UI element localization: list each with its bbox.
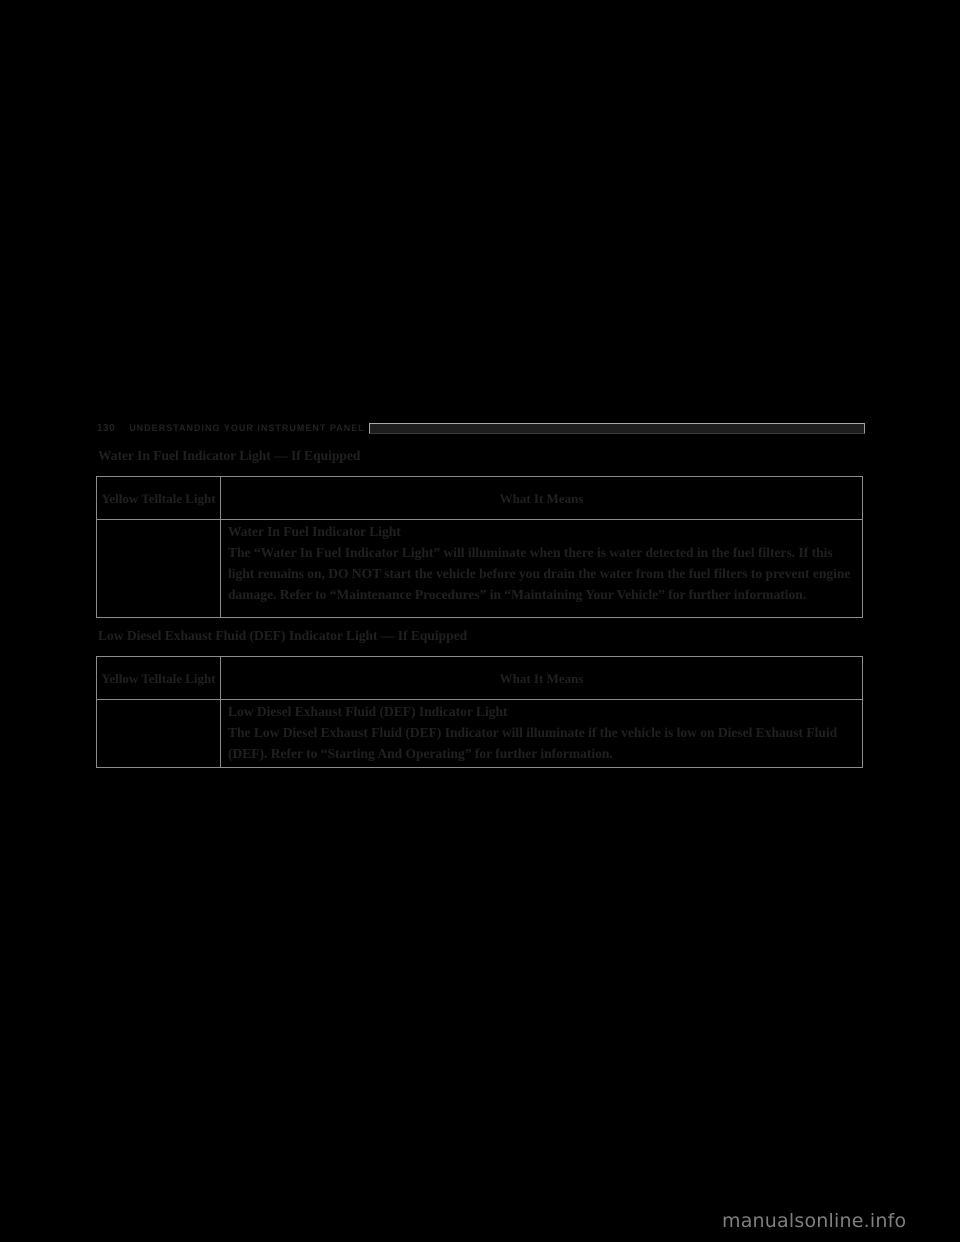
watermark: manualsonline.info: [722, 1210, 907, 1232]
table-row: Low Diesel Exhaust Fluid (DEF) Indicator…: [96, 699, 863, 768]
column-header-telltale: Yellow Telltale Light: [96, 476, 221, 520]
section-title: UNDERSTANDING YOUR INSTRUMENT PANEL: [129, 423, 365, 433]
entry-title: Water In Fuel Indicator Light: [228, 524, 401, 539]
header-rule: [368, 422, 865, 434]
water-in-fuel-telltale-icon: [96, 519, 221, 618]
water-in-fuel-table: Yellow Telltale Light What It Means Wate…: [96, 476, 863, 618]
column-header-telltale: Yellow Telltale Light: [96, 656, 221, 700]
column-header-meaning: What It Means: [220, 476, 863, 520]
entry-title: Low Diesel Exhaust Fluid (DEF) Indicator…: [228, 704, 508, 719]
table-row: Water In Fuel Indicator Light The “Water…: [96, 519, 863, 618]
page-header: 130 UNDERSTANDING YOUR INSTRUMENT PANEL: [97, 421, 865, 435]
meaning-cell: Water In Fuel Indicator Light The “Water…: [220, 519, 863, 618]
low-def-telltale-icon: [96, 699, 221, 768]
page-number: 130: [97, 422, 116, 434]
section-heading-water-in-fuel: Water In Fuel Indicator Light — If Equip…: [98, 448, 361, 463]
column-header-meaning: What It Means: [220, 656, 863, 700]
entry-text: The “Water In Fuel Indicator Light” will…: [228, 545, 851, 602]
low-def-table: Yellow Telltale Light What It Means Low …: [96, 656, 863, 768]
table-header-row: Yellow Telltale Light What It Means: [96, 476, 863, 520]
section-heading-low-def: Low Diesel Exhaust Fluid (DEF) Indicator…: [98, 628, 468, 643]
meaning-cell: Low Diesel Exhaust Fluid (DEF) Indicator…: [220, 699, 863, 768]
entry-text: The Low Diesel Exhaust Fluid (DEF) Indic…: [228, 725, 838, 761]
table-header-row: Yellow Telltale Light What It Means: [96, 656, 863, 700]
